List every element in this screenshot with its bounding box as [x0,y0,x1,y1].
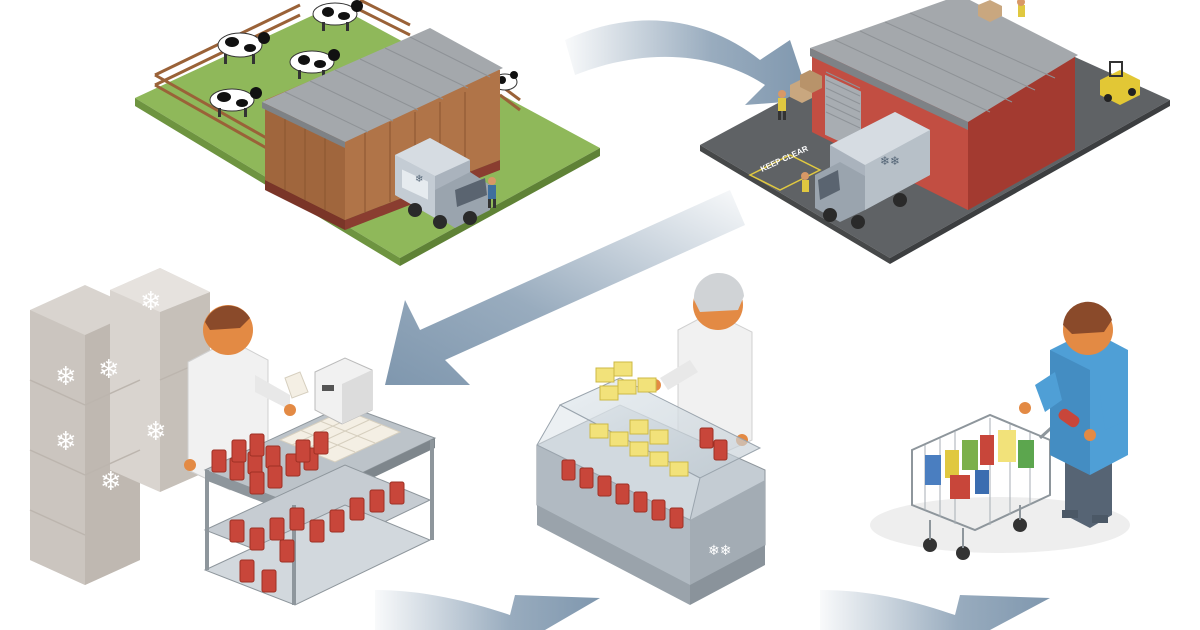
arrow-processing-to-display [375,590,600,630]
refrigerated-display-icon: ❄❄ [536,272,766,605]
shopper-with-cart-icon [870,301,1130,560]
cow-3 [289,49,340,79]
svg-text:❄: ❄ [140,287,162,317]
svg-text:❄: ❄ [98,355,120,385]
svg-text:❄: ❄ [100,467,122,497]
farm-worker [488,177,496,208]
cow-2 [312,0,363,31]
cow-1 [217,32,270,64]
red-cans-top [211,431,329,495]
warehouse-roller-door [825,74,861,152]
arrow-warehouse-to-processing [385,190,745,385]
display-case: ❄❄ [536,377,766,605]
svg-text:❄❄: ❄❄ [708,543,731,559]
cow-4 [209,87,262,117]
warehouse-truck: ❄❄ [815,112,930,229]
farm-truck: ❄ [395,138,490,229]
processing-counter-icon: ❄ ❄ ❄ ❄ ❄ ❄ [29,268,437,606]
warehouse-roof [810,0,1078,122]
red-cans-shelf [229,481,405,593]
arrow-display-to-consumer [820,590,1050,630]
warehouse-crates [790,0,1002,103]
svg-text:❄: ❄ [55,362,77,392]
arrow-farm-to-warehouse [565,20,810,105]
warehouse-worker-left [778,90,786,120]
frozen-crate-stack: ❄ ❄ ❄ ❄ ❄ ❄ [29,268,211,585]
svg-text:❄: ❄ [415,174,423,185]
dairy-farm-icon: ❄ [135,0,600,266]
svg-text:❄❄: ❄❄ [880,154,900,168]
warehouse-worker-top [1017,0,1025,17]
cheese-blocks [589,361,689,477]
dock-worker [801,172,809,192]
cold-storage-warehouse-icon: KEEP CLEAR ❄❄ [700,0,1170,264]
display-red-cans [561,427,728,529]
barn-roof [262,28,503,142]
svg-text:❄: ❄ [55,427,77,457]
shopper [1019,301,1128,528]
forklift [1100,61,1140,105]
svg-text:❄: ❄ [145,417,167,447]
shopping-cart [911,413,1062,560]
flow-arrows [375,20,1050,630]
